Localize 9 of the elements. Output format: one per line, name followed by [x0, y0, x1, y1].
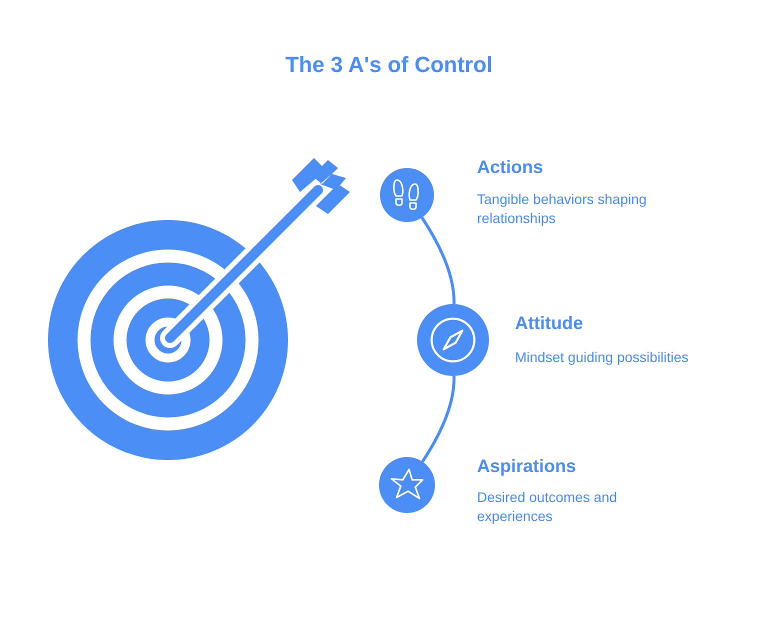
connector-arc [421, 376, 456, 462]
item-heading: Actions [477, 156, 544, 179]
diagram-title: The 3 A's of Control [284, 52, 494, 78]
item-heading: Aspirations [477, 455, 576, 478]
item-description: Tangible behaviors shaping relationships [477, 190, 648, 228]
connector-arc [420, 216, 456, 304]
item-heading: Attitude [515, 312, 583, 335]
item-description: Mindset guiding possibilities [515, 348, 690, 367]
item-description: Desired outcomes and experiences [477, 488, 618, 526]
